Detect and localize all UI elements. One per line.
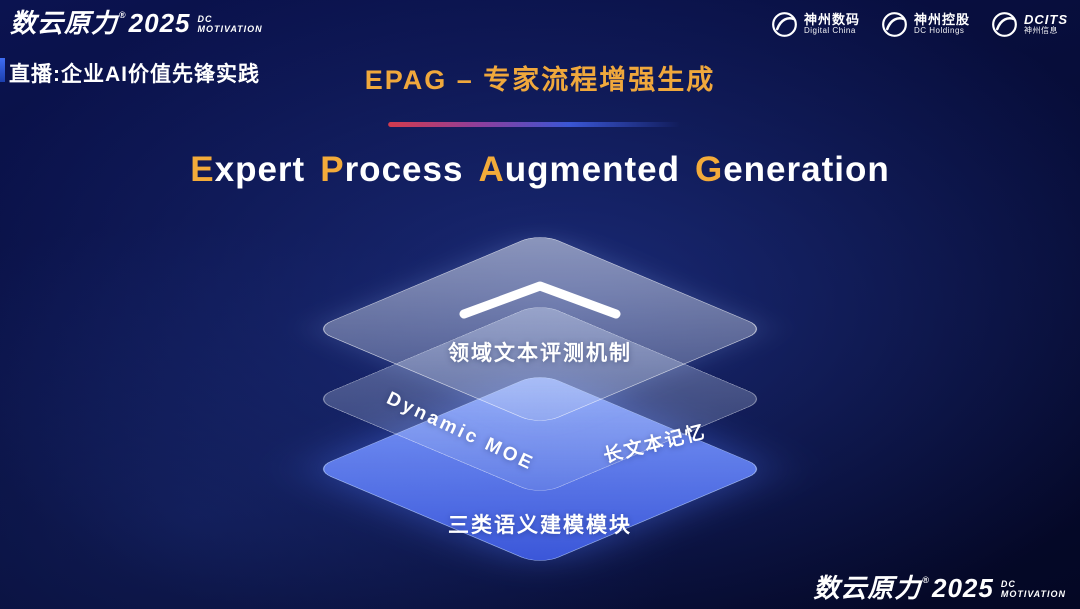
live-label: 直播:企业AI价值先锋实践 — [9, 63, 260, 86]
partner-digital-china: 神州数码 Digital China — [770, 10, 860, 39]
registered-mark: ® — [119, 10, 127, 20]
heading-rest: eneration — [723, 150, 890, 189]
brand-tagline-line1: DC — [197, 14, 213, 25]
footer-brand-wordmark: 数云原力 — [813, 573, 922, 603]
brand-wordmark: 数云原力 — [10, 8, 119, 38]
brand-tagline-line2: MOTIVATION — [197, 23, 263, 34]
footer-brand-tagline-line2: MOTIVATION — [1000, 588, 1066, 599]
footer-brand-tagline-line1: DC — [1000, 579, 1016, 590]
partner-name: 神州数码 — [803, 11, 860, 27]
digital-china-swoosh-icon — [772, 12, 797, 37]
brand-year: 2025 — [128, 8, 191, 38]
partner-text: 神州数码 Digital China — [803, 11, 860, 36]
footer-brand-name: 数云原力®2025 — [813, 575, 994, 601]
dcits-swoosh-icon — [992, 12, 1017, 37]
dc-holdings-swoosh-icon — [882, 12, 907, 37]
heading-initial: E — [190, 150, 215, 189]
partner-subtitle: DC Holdings — [913, 26, 965, 36]
partner-text: 神州控股 DC Holdings — [913, 11, 970, 36]
top-layer-label: 领域文本评测机制 — [448, 342, 632, 365]
brand-tagline: DC MOTIVATION — [197, 14, 263, 36]
heading-word: Expert — [190, 150, 305, 190]
partner-text: DCITS 神州信息 — [1024, 11, 1068, 36]
footer-brand-logo: 数云原力®2025 DC MOTIVATION — [813, 575, 1066, 601]
partner-name: DCITS — [1024, 11, 1068, 27]
heading-initial: G — [694, 150, 724, 189]
partner-dc-holdings: 神州控股 DC Holdings — [880, 10, 970, 39]
heading-word: Generation — [695, 150, 890, 190]
heading-word: Process — [320, 150, 463, 190]
chevron-up-icon — [455, 277, 625, 328]
partner-name: 神州控股 — [913, 11, 970, 27]
title-underline — [388, 122, 681, 127]
bottom-layer-label: 三类语义建模模块 — [448, 514, 632, 537]
footer-brand-tagline: DC MOTIVATION — [1000, 579, 1066, 601]
heading-rest: ugmented — [504, 150, 680, 189]
slide-title: EPAG – 专家流程增强生成 — [364, 65, 716, 95]
brand-name: 数云原力®2025 — [10, 10, 191, 36]
footer-brand-year: 2025 — [931, 573, 994, 603]
heading-initial: P — [320, 150, 345, 189]
heading-initial: A — [478, 150, 505, 189]
partner-dcits: DCITS 神州信息 — [990, 10, 1068, 39]
heading-rest: rocess — [344, 150, 464, 189]
partner-subtitle: Digital China — [803, 26, 856, 36]
live-accent-bar — [0, 58, 5, 82]
main-heading: Expert Process Augmented Generation — [0, 150, 1080, 190]
footer-registered-mark: ® — [922, 575, 930, 585]
partner-subtitle: 神州信息 — [1024, 26, 1058, 36]
heading-word: Augmented — [478, 150, 680, 190]
heading-rest: xpert — [214, 150, 306, 189]
partner-logos: 神州数码 Digital China 神州控股 DC Holdings DCIT… — [770, 10, 1068, 39]
brand-logo: 数云原力®2025 DC MOTIVATION — [10, 10, 263, 36]
epag-stack-diagram: 领域文本评测机制 Dynamic MOE 长文本记忆 三类语义建模模块 — [310, 232, 770, 581]
